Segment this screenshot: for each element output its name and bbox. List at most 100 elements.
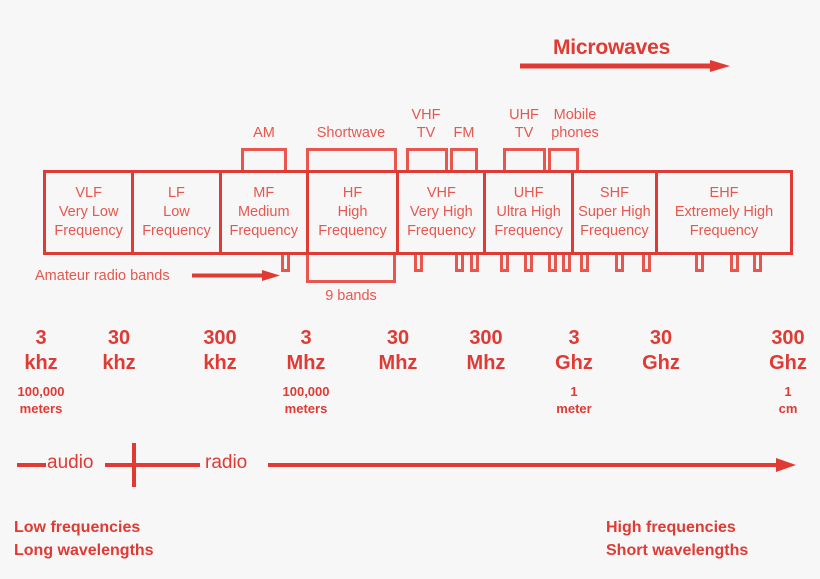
scale-value-300khz: 300 xyxy=(203,327,237,349)
band-name-uhf-line1: Ultra High xyxy=(496,204,561,220)
subband-box-vhf-tv xyxy=(406,148,448,173)
amateur-band-tick xyxy=(414,255,423,272)
band-name-vlf-line1: Very Low xyxy=(58,204,119,220)
band-name-mf-line2: Frequency xyxy=(229,223,298,239)
scale-unit-30mhz: Mhz xyxy=(378,352,418,374)
subband-label-fm-line1: FM xyxy=(453,125,475,141)
microwaves-arrow-icon xyxy=(520,60,730,72)
microwaves-label: Microwaves xyxy=(553,36,671,59)
nine-bands-box xyxy=(306,255,396,283)
scale-label-300khz: 300 khz xyxy=(172,326,268,376)
amateur-band-tick xyxy=(580,255,589,272)
high-frequency-caption: High frequencies Short wavelengths xyxy=(606,516,748,562)
scale-label-30khz: 30 khz xyxy=(71,326,167,376)
band-name-ehf-line2: Frequency xyxy=(689,223,759,239)
amateur-band-tick xyxy=(470,255,479,272)
subband-label-vhf-tv-line2: TV xyxy=(416,125,436,141)
high-frequency-caption-line1: High frequencies xyxy=(606,519,736,536)
scale-wavelength-3mhz-unit: meters xyxy=(284,401,328,416)
subband-label-mobile-phones-line1: Mobile xyxy=(553,107,597,123)
band-abbr-mf: MF xyxy=(253,185,275,201)
band-cell-hf: HF High Frequency xyxy=(309,173,400,252)
amateur-band-tick xyxy=(548,255,557,272)
scale-wavelength-3ghz-unit: meter xyxy=(556,401,592,416)
amateur-arrow-icon xyxy=(192,270,280,281)
scale-unit-3ghz: Ghz xyxy=(555,352,593,374)
low-frequency-caption-line1: Low frequencies xyxy=(14,519,141,536)
band-abbr-vlf: VLF xyxy=(75,185,102,201)
scale-value-3ghz: 3 xyxy=(568,327,580,349)
subband-label-vhf-tv-line1: VHF xyxy=(411,107,441,123)
band-cell-ehf: EHF Extremely High Frequency xyxy=(658,173,790,252)
band-name-uhf-line2: Frequency xyxy=(494,223,563,239)
scale-wavelength-3khz-value: 100,000 xyxy=(17,384,65,399)
band-name-shf-line2: Frequency xyxy=(580,223,649,239)
scale-label-3mhz: 3 Mhz 100,000 meters xyxy=(258,326,354,417)
audio-label: audio xyxy=(47,452,94,473)
scale-wavelength-3mhz-value: 100,000 xyxy=(282,384,330,399)
scale-value-30mhz: 30 xyxy=(386,327,410,349)
scale-wavelength-3khz-unit: meters xyxy=(19,401,63,416)
amateur-band-tick xyxy=(562,255,571,272)
subband-label-am-line1: AM xyxy=(253,125,275,141)
scale-unit-3mhz: Mhz xyxy=(286,352,326,374)
band-cell-shf: SHF Super High Frequency xyxy=(574,173,659,252)
amateur-band-tick xyxy=(500,255,509,272)
radio-label: radio xyxy=(205,452,248,473)
scale-value-300ghz: 300 xyxy=(771,327,805,349)
low-frequency-caption: Low frequencies Long wavelengths xyxy=(14,516,154,562)
band-abbr-uhf: UHF xyxy=(513,185,544,201)
amateur-band-tick xyxy=(730,255,739,272)
scale-label-30mhz: 30 Mhz xyxy=(350,326,446,376)
subband-label-fm: FM xyxy=(449,124,479,142)
audio-radio-axis xyxy=(17,443,796,487)
scale-unit-30ghz: Ghz xyxy=(642,352,680,374)
band-name-vhf-line1: Very High xyxy=(409,204,473,220)
scale-unit-300khz: khz xyxy=(203,352,237,374)
amateur-radio-bands-label: Amateur radio bands xyxy=(35,268,170,284)
scale-value-30khz: 30 xyxy=(107,327,131,349)
band-cell-vlf: VLF Very Low Frequency xyxy=(46,173,135,252)
subband-label-uhf-tv-line2: TV xyxy=(514,125,534,141)
scale-label-300ghz: 300 Ghz 1 cm xyxy=(740,326,820,417)
subband-label-mobile-phones: Mobile phones xyxy=(546,106,604,142)
subband-label-am: AM xyxy=(241,124,287,142)
nine-bands-label: 9 bands xyxy=(325,288,377,304)
scale-wavelength-300ghz-unit: cm xyxy=(778,401,798,416)
amateur-band-tick xyxy=(753,255,762,272)
band-abbr-ehf: EHF xyxy=(709,185,739,201)
low-frequency-caption-line2: Long wavelengths xyxy=(14,542,154,559)
subband-label-shortwave-line1: Shortwave xyxy=(316,125,386,141)
scale-unit-300ghz: Ghz xyxy=(769,352,807,374)
subband-label-uhf-tv: UHF TV xyxy=(501,106,547,142)
scale-label-3khz: 3 khz 100,000 meters xyxy=(0,326,89,417)
subband-box-mobile-phones xyxy=(548,148,579,173)
band-cell-mf: MF Medium Frequency xyxy=(222,173,309,252)
band-cell-lf: LF Low Frequency xyxy=(134,173,222,252)
scale-label-3ghz: 3 Ghz 1 meter xyxy=(526,326,622,417)
amateur-band-tick xyxy=(642,255,651,272)
band-abbr-hf: HF xyxy=(342,185,363,201)
scale-unit-3khz: khz xyxy=(24,352,58,374)
scale-value-3mhz: 3 xyxy=(300,327,312,349)
band-strip: VLF Very Low Frequency LF Low Frequency … xyxy=(43,170,793,255)
subband-label-mobile-phones-line2: phones xyxy=(551,125,599,141)
band-cell-vhf: VHF Very High Frequency xyxy=(399,173,487,252)
scale-unit-30khz: khz xyxy=(102,352,136,374)
subband-box-fm xyxy=(450,148,478,173)
band-abbr-lf: LF xyxy=(167,185,185,201)
subband-label-shortwave: Shortwave xyxy=(300,124,402,142)
subband-box-uhf-tv xyxy=(503,148,546,173)
scale-wavelength-300ghz-value: 1 xyxy=(784,384,792,399)
band-name-vhf-line2: Frequency xyxy=(407,223,476,239)
scale-label-300mhz: 300 Mhz xyxy=(438,326,534,376)
band-name-lf-line1: Low xyxy=(163,204,190,220)
scale-label-30ghz: 30 Ghz xyxy=(613,326,709,376)
amateur-band-tick xyxy=(695,255,704,272)
band-name-shf-line1: Super High xyxy=(578,204,651,220)
subband-label-vhf-tv: VHF TV xyxy=(404,106,448,142)
scale-value-30ghz: 30 xyxy=(649,327,673,349)
amateur-band-tick xyxy=(615,255,624,272)
band-name-vlf-line2: Frequency xyxy=(54,223,123,239)
